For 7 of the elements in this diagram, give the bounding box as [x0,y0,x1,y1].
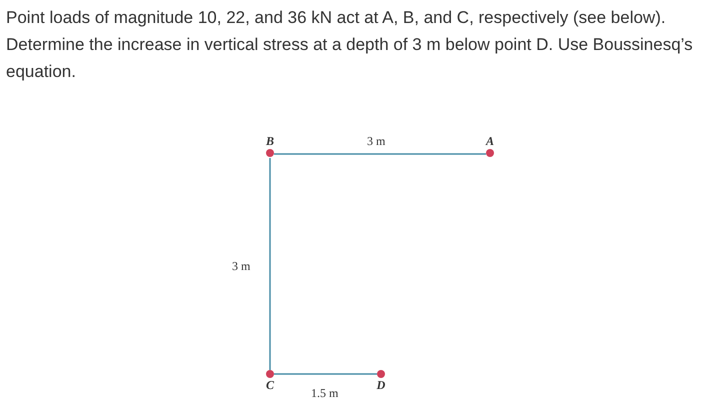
edge-label: 1.5 m [311,386,338,400]
connecting-line [269,158,271,370]
connecting-line [274,373,377,375]
edge-label: 3 m [367,134,386,148]
problem-statement: Point loads of magnitude 10, 22, and 36 kN act at A, B, and C, respectively (see below). Determine the increase in vertical stress at a depth of 3 m below point D. Use Boussinesq’s equation. [6,7,694,83]
edge-label: 3 m [232,259,250,273]
connecting-line [274,153,486,155]
